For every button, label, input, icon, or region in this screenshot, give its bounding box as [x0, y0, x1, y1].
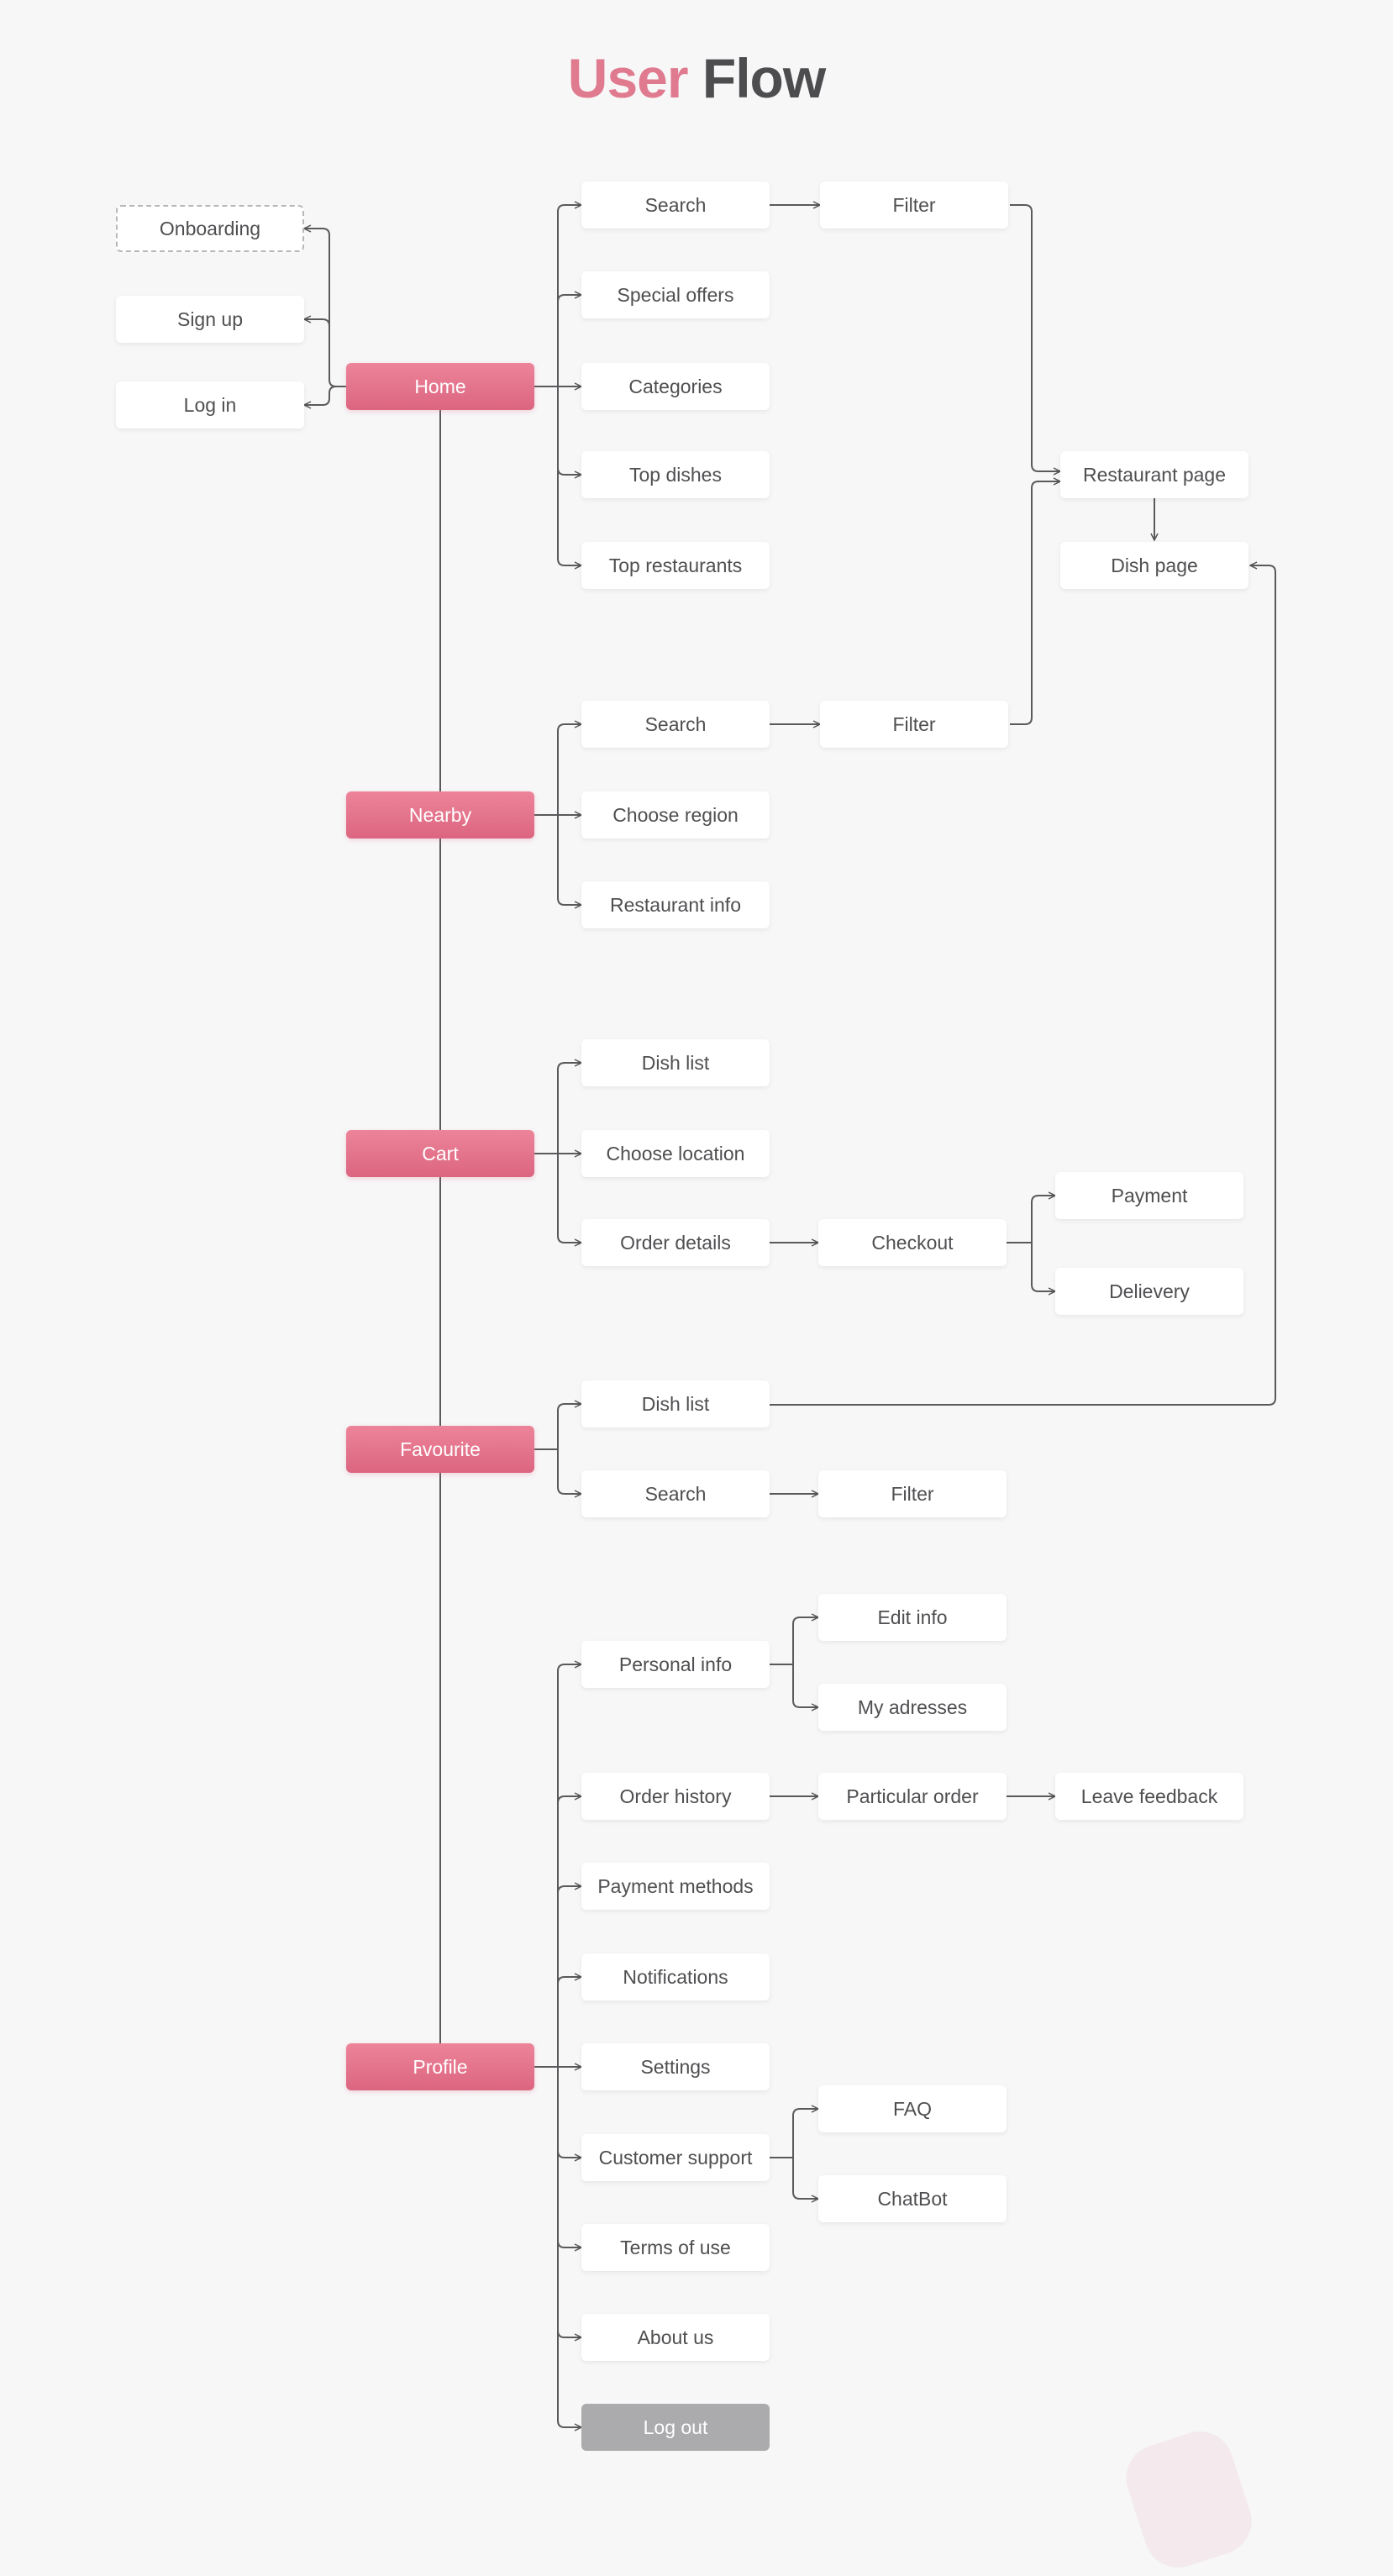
- fav-filter-node[interactable]: Filter: [818, 1470, 1007, 1517]
- customer-support-node[interactable]: Customer support: [581, 2134, 770, 2181]
- edit-info-node[interactable]: Edit info: [818, 1594, 1007, 1641]
- particular-order-node[interactable]: Particular order: [818, 1773, 1007, 1820]
- my-addresses-node[interactable]: My adresses: [818, 1684, 1007, 1731]
- favourite-node[interactable]: Favourite: [346, 1426, 534, 1473]
- order-history-node[interactable]: Order history: [581, 1773, 770, 1820]
- settings-node[interactable]: Settings: [581, 2043, 770, 2090]
- fav-search-node[interactable]: Search: [581, 1470, 770, 1517]
- categories-node[interactable]: Categories: [581, 363, 770, 410]
- checkout-node[interactable]: Checkout: [818, 1219, 1007, 1266]
- choose-region-node[interactable]: Choose region: [581, 791, 770, 839]
- terms-of-use-node[interactable]: Terms of use: [581, 2224, 770, 2271]
- profile-node[interactable]: Profile: [346, 2043, 534, 2090]
- top-dishes-node[interactable]: Top dishes: [581, 451, 770, 498]
- title-flow: Flow: [702, 47, 826, 109]
- top-restaurants-node[interactable]: Top restaurants: [581, 542, 770, 589]
- title-user: User: [567, 47, 689, 109]
- page-title: User Flow: [0, 46, 1393, 110]
- payment-methods-node[interactable]: Payment methods: [581, 1863, 770, 1910]
- home-filter-node[interactable]: Filter: [820, 181, 1008, 229]
- home-node[interactable]: Home: [346, 363, 534, 410]
- restaurant-page-node[interactable]: Restaurant page: [1060, 451, 1248, 498]
- faq-node[interactable]: FAQ: [818, 2085, 1007, 2132]
- flow-connectors: [0, 0, 1276, 2521]
- log-in-node[interactable]: Log in: [116, 381, 304, 428]
- nearby-search-node[interactable]: Search: [581, 701, 770, 748]
- chatbot-node[interactable]: ChatBot: [818, 2175, 1007, 2222]
- leave-feedback-node[interactable]: Leave feedback: [1055, 1773, 1243, 1820]
- order-details-node[interactable]: Order details: [581, 1219, 770, 1266]
- delivery-node[interactable]: Delievery: [1055, 1268, 1243, 1315]
- special-offers-node[interactable]: Special offers: [581, 271, 770, 318]
- onboarding-node[interactable]: Onboarding: [116, 205, 304, 252]
- cart-node[interactable]: Cart: [346, 1130, 534, 1177]
- personal-info-node[interactable]: Personal info: [581, 1641, 770, 1688]
- choose-location-node[interactable]: Choose location: [581, 1130, 770, 1177]
- fav-dish-list-node[interactable]: Dish list: [581, 1380, 770, 1427]
- about-us-node[interactable]: About us: [581, 2314, 770, 2361]
- restaurant-info-node[interactable]: Restaurant info: [581, 881, 770, 928]
- notifications-node[interactable]: Notifications: [581, 1953, 770, 2000]
- nearby-filter-node[interactable]: Filter: [820, 701, 1008, 748]
- sign-up-node[interactable]: Sign up: [116, 296, 304, 343]
- dish-page-node[interactable]: Dish page: [1060, 542, 1248, 589]
- home-search-node[interactable]: Search: [581, 181, 770, 229]
- log-out-node[interactable]: Log out: [581, 2404, 770, 2451]
- payment-node[interactable]: Payment: [1055, 1172, 1243, 1219]
- nearby-node[interactable]: Nearby: [346, 791, 534, 839]
- cart-dish-list-node[interactable]: Dish list: [581, 1039, 770, 1086]
